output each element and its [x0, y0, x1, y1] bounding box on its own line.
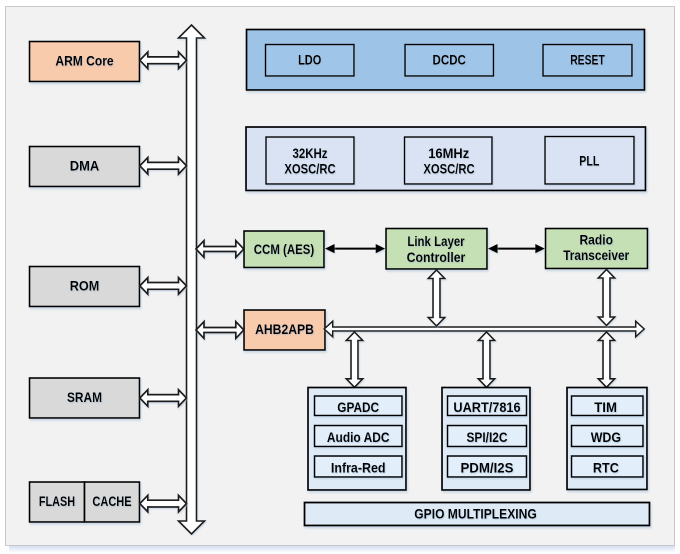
svg-text:Controller: Controller [407, 249, 466, 265]
svg-text:16MHz: 16MHz [428, 145, 469, 161]
svg-text:Link Layer: Link Layer [407, 233, 465, 249]
svg-text:RTC: RTC [593, 460, 619, 476]
svg-text:AHB2APB: AHB2APB [255, 321, 314, 337]
svg-text:XOSC/RC: XOSC/RC [423, 161, 474, 177]
svg-text:32KHz: 32KHz [293, 145, 328, 161]
svg-text:GPADC: GPADC [337, 399, 379, 415]
svg-text:LDO: LDO [298, 52, 321, 68]
svg-text:UART/7816: UART/7816 [453, 399, 520, 415]
svg-text:SRAM: SRAM [67, 389, 102, 405]
svg-text:RESET: RESET [570, 52, 605, 68]
svg-text:PLL: PLL [579, 153, 599, 169]
svg-text:TIM: TIM [594, 399, 617, 415]
svg-text:Infra-Red: Infra-Red [331, 460, 386, 476]
svg-text:PDM/I2S: PDM/I2S [460, 460, 513, 476]
svg-text:Transceiver: Transceiver [563, 247, 629, 263]
svg-text:CACHE: CACHE [92, 493, 131, 509]
svg-text:Radio: Radio [579, 231, 613, 247]
svg-text:DMA: DMA [70, 158, 100, 174]
svg-text:CCM (AES): CCM (AES) [254, 241, 314, 257]
svg-text:XOSC/RC: XOSC/RC [284, 161, 335, 177]
svg-text:GPIO MULTIPLEXING: GPIO MULTIPLEXING [414, 506, 536, 522]
svg-text:Audio ADC: Audio ADC [327, 429, 390, 445]
svg-text:WDG: WDG [591, 429, 621, 445]
svg-text:DCDC: DCDC [433, 52, 466, 68]
svg-text:ARM Core: ARM Core [55, 53, 113, 69]
svg-text:FLASH: FLASH [39, 493, 75, 509]
svg-text:ROM: ROM [70, 278, 100, 294]
svg-text:SPI/I2C: SPI/I2C [466, 429, 507, 445]
